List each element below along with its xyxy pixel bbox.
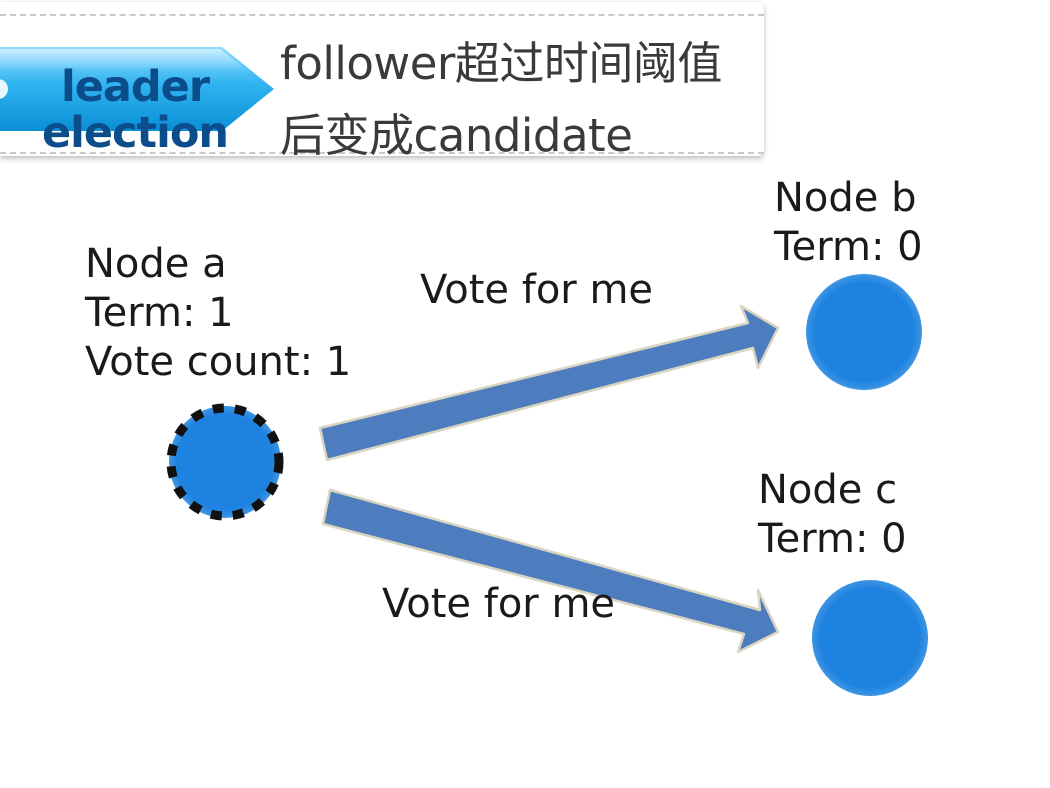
node-b-term: Term: 0 [774,224,923,270]
header-title-line2: 后变成candidate [280,109,633,162]
node-a-candidate [166,403,284,521]
section-tag-ribbon [0,47,274,131]
node-a-term: Term: 1 [85,290,234,336]
header-bottom-divider [0,152,764,154]
node-c-term: Term: 0 [758,516,907,562]
vote-request-arrow-to-node-b [318,304,780,462]
section-tag-label-line2: election [41,108,229,158]
node-b-name: Node b [774,175,917,221]
node-c-follower [812,580,928,696]
vote-request-label-to-node-c: Vote for me [382,581,616,627]
section-tag-label-line1: leader [60,62,210,112]
node-b-follower [806,274,922,390]
vote-request-label-to-node-b: Vote for me [420,267,654,313]
node-a-vote-count: Vote count: 1 [85,339,352,385]
node-c-name: Node c [758,467,898,513]
vote-request-arrow-to-node-c [321,488,780,654]
header-title-line1: follower超过时间阈值 [280,37,722,90]
node-a-name: Node a [85,241,227,287]
header-top-divider [0,14,764,16]
